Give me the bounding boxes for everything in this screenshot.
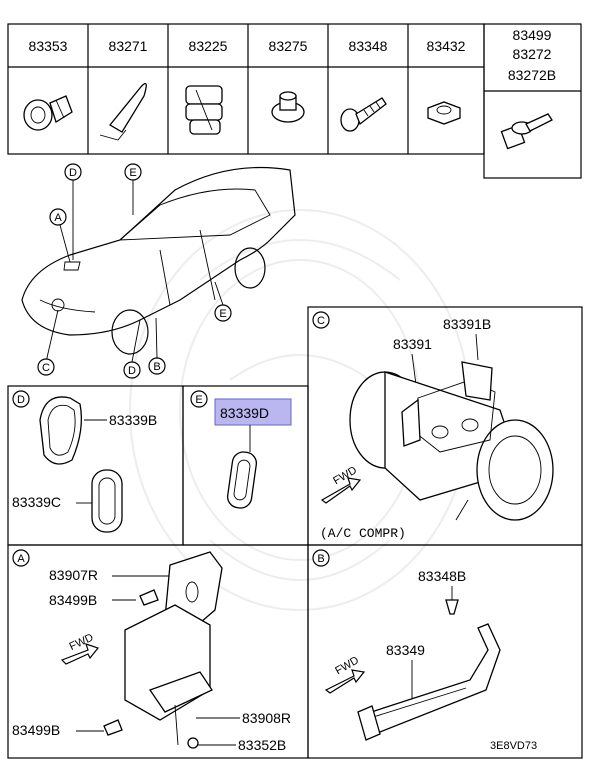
- part-83907r: 83907R: [49, 567, 98, 583]
- cover-83349-drawing: [357, 623, 501, 741]
- header-part-1: 83353: [29, 38, 68, 54]
- bolt-83499-drawing: [500, 113, 553, 150]
- panel-b-letter: B: [317, 553, 324, 565]
- screw-83348-drawing: [340, 97, 387, 132]
- part-83339d[interactable]: 83339D: [220, 405, 269, 421]
- header-part-2: 83271: [109, 38, 148, 54]
- callout-b: B: [153, 361, 160, 373]
- nut-83432-drawing: [427, 101, 461, 125]
- caption-ac-compr: (A/C COMPR): [320, 526, 406, 541]
- header-part-5: 83348: [349, 38, 388, 54]
- panel-b: B 83348B 83349 FWD 3E8VD73: [307, 544, 583, 759]
- part-83349: 83349: [386, 642, 425, 658]
- part-83352b: 83352B: [238, 737, 286, 753]
- callout-e-top: E: [129, 167, 136, 179]
- part-83499b-upper: 83499B: [49, 592, 97, 608]
- panel-d: D 83339B 83339C: [7, 385, 184, 546]
- clip-83353-drawing: [23, 95, 73, 131]
- highlighted-part-box: [214, 398, 292, 426]
- fwd-label-c: FWD: [331, 464, 359, 487]
- car-overview-drawing: D E A C D B E: [21, 163, 296, 379]
- battery-tray-drawing: [124, 604, 213, 749]
- part-83348b: 83348B: [418, 568, 466, 584]
- part-83391: 83391: [393, 336, 432, 352]
- header-part-3: 83225: [189, 38, 228, 54]
- callout-a: A: [54, 212, 62, 224]
- fwd-label-b: FWD: [333, 654, 361, 677]
- part-83339b: 83339B: [109, 412, 157, 428]
- callout-e-right: E: [219, 308, 226, 320]
- part-83339c: 83339C: [12, 494, 61, 510]
- nut-83275-drawing: [271, 91, 305, 123]
- header-part-6: 83432: [427, 38, 466, 54]
- part-83391b: 83391B: [443, 316, 491, 332]
- panel-c-letter: C: [317, 315, 325, 327]
- header-part-7b: 83272: [513, 46, 552, 62]
- callout-d-top: D: [69, 167, 77, 179]
- grommet-83339d-drawing: [226, 451, 258, 509]
- callout-d-bottom: D: [128, 365, 136, 377]
- part-83908r: 83908R: [242, 710, 291, 726]
- part-83499b-lower: 83499B: [12, 722, 60, 738]
- callout-c: C: [42, 362, 50, 374]
- panel-a: A 83907R 83499B FWD 83908R 83499B 83352B: [7, 544, 309, 759]
- panel-d-letter: D: [17, 394, 25, 406]
- panel-a-letter: A: [17, 553, 25, 565]
- header-part-4: 83275: [269, 38, 308, 54]
- fwd-arrow-a: FWD: [60, 632, 100, 665]
- fwd-arrow-b: FWD: [324, 654, 366, 694]
- grommet-83339c-drawing: [91, 469, 123, 533]
- panel-e: E 83339D: [182, 385, 309, 546]
- strap-83271-drawing: [99, 82, 147, 141]
- grommet-83339b-drawing: [39, 396, 83, 465]
- panel-c: C 83391B 83391 FWD (A/C COMPR): [307, 306, 583, 546]
- header-part-7a: 83499: [513, 27, 552, 43]
- fwd-label-a: FWD: [68, 632, 96, 653]
- diagram-code: 3E8VD73: [490, 740, 537, 752]
- panel-e-letter: E: [195, 394, 202, 406]
- fwd-arrow-c: FWD: [320, 464, 362, 504]
- clip-83225-drawing: [185, 85, 223, 135]
- header-parts-table: 83353 83271 83225 83275 83348 83432 8349…: [7, 23, 582, 179]
- compressor-drawing: [349, 361, 554, 521]
- header-part-7c: 83272B: [508, 67, 556, 83]
